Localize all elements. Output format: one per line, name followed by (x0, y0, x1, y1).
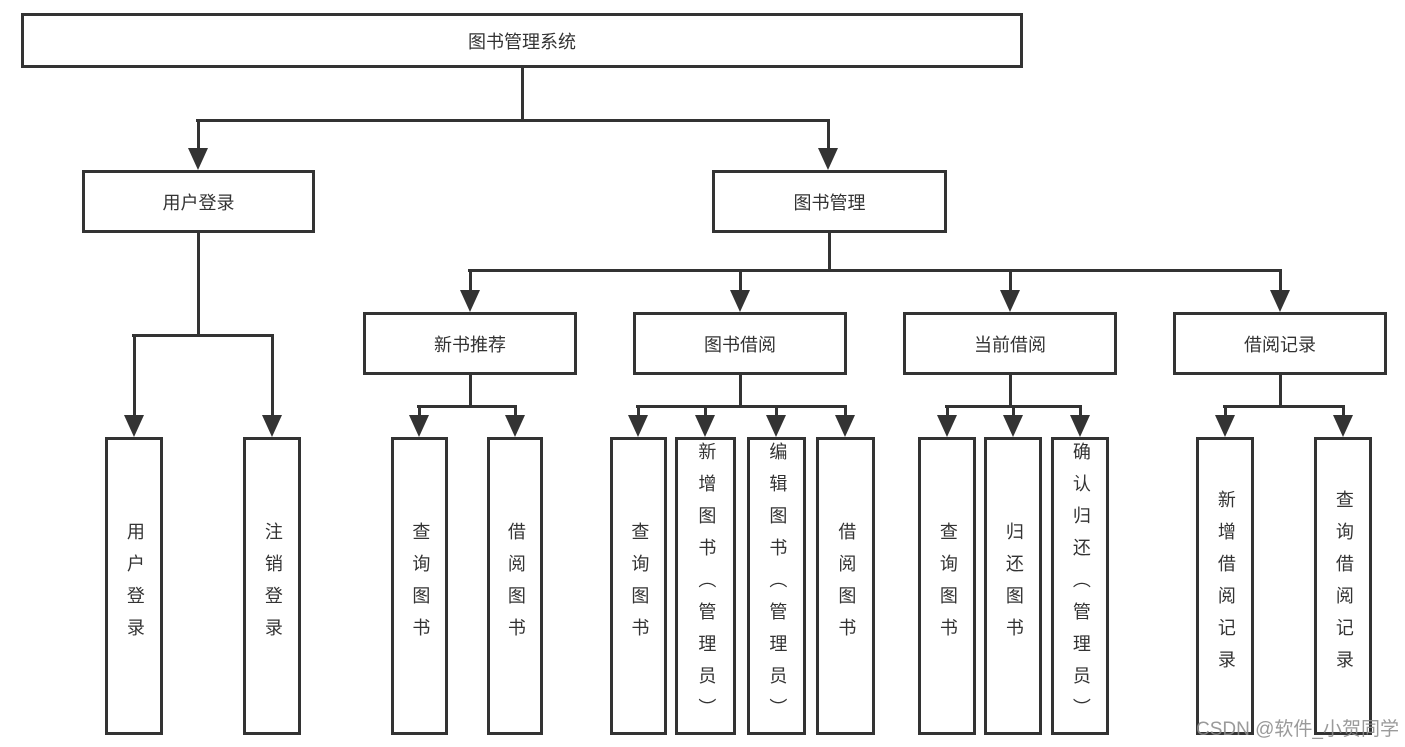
arrow-down-icon (628, 415, 648, 437)
connector-drop (775, 406, 778, 416)
node-label: 当前借阅 (974, 334, 1046, 355)
node-leaf-logout: 注销登录 (243, 437, 301, 735)
node-label: 查询图书 (937, 522, 958, 650)
node-label: 新增借阅记录 (1215, 490, 1236, 682)
node-label: 新增图书（管理员） (696, 442, 717, 730)
connector-drop (827, 120, 830, 150)
connector-stem (1009, 375, 1012, 407)
node-borrowing-records: 借阅记录 (1173, 312, 1387, 375)
node-label: 图书管理系统 (468, 31, 576, 52)
node-label: 用户登录 (124, 522, 145, 650)
node-label: 查询借阅记录 (1333, 490, 1354, 682)
arrow-down-icon (505, 415, 525, 437)
node-label: 图书管理 (793, 192, 866, 213)
csdn-watermark: CSDN @软件_小贺同学 (1196, 719, 1399, 740)
node-leaf-user-login: 用户登录 (105, 437, 163, 735)
connector-drop (844, 406, 847, 416)
connector-drop (418, 406, 421, 416)
node-label: 图书借阅 (704, 334, 776, 355)
arrow-down-icon (1003, 415, 1023, 437)
node-leaf-borrow-books: 借阅图书 (816, 437, 875, 735)
connector-drop (704, 406, 707, 416)
node-leaf-query-books-borrowing: 查询图书 (610, 437, 667, 735)
node-label: 确认归还（管理员） (1070, 442, 1091, 730)
node-label: 借阅记录 (1244, 334, 1316, 355)
node-leaf-confirm-return-admin: 确认归还（管理员） (1051, 437, 1109, 735)
connector-stem (828, 233, 831, 272)
arrow-down-icon (730, 290, 750, 312)
arrow-down-icon (937, 415, 957, 437)
arrow-down-icon (695, 415, 715, 437)
node-label: 查询图书 (629, 522, 650, 650)
connector-drop (1012, 406, 1015, 416)
arrow-down-icon (1333, 415, 1353, 437)
node-leaf-return-books: 归还图书 (984, 437, 1042, 735)
connector-root-stem (521, 68, 524, 122)
arrow-down-icon (818, 148, 838, 170)
arrow-down-icon (1215, 415, 1235, 437)
node-leaf-query-borrow-record: 查询借阅记录 (1314, 437, 1372, 735)
connector-rail (132, 334, 274, 337)
arrow-down-icon (124, 415, 144, 437)
connector-drop (637, 406, 640, 416)
node-leaf-add-books-admin: 新增图书（管理员） (675, 437, 736, 735)
node-new-book-recommend: 新书推荐 (363, 312, 577, 375)
node-leaf-edit-books-admin: 编辑图书（管理员） (747, 437, 806, 735)
arrow-down-icon (835, 415, 855, 437)
connector-stem (1279, 375, 1282, 407)
node-library-management-system: 图书管理系统 (21, 13, 1023, 68)
arrow-down-icon (409, 415, 429, 437)
node-label: 注销登录 (262, 522, 283, 650)
node-leaf-borrow-books-recommend: 借阅图书 (487, 437, 543, 735)
node-current-borrowing: 当前借阅 (903, 312, 1117, 375)
node-book-management: 图书管理 (712, 170, 947, 233)
connector-rail (636, 405, 847, 408)
connector-drop (946, 406, 949, 416)
connector-rail-level1 (196, 119, 830, 122)
connector-drop (469, 270, 472, 291)
connector-drop (1342, 406, 1345, 416)
arrow-down-icon (1000, 290, 1020, 312)
node-label: 新书推荐 (434, 334, 506, 355)
node-label: 编辑图书（管理员） (767, 442, 788, 730)
connector-drop (739, 270, 742, 291)
node-leaf-query-books-recommend: 查询图书 (391, 437, 448, 735)
node-leaf-query-books-current: 查询图书 (918, 437, 976, 735)
arrow-down-icon (188, 148, 208, 170)
node-label: 借阅图书 (836, 522, 857, 650)
connector-drop (197, 120, 200, 150)
node-label: 用户登录 (162, 192, 235, 213)
connector-rail (1223, 405, 1345, 408)
node-leaf-add-borrow-record: 新增借阅记录 (1196, 437, 1254, 735)
connector-drop (1224, 406, 1227, 416)
node-label: 归还图书 (1003, 522, 1024, 650)
connector-stem (739, 375, 742, 407)
connector-stem (469, 375, 472, 407)
connector-drop (133, 335, 136, 416)
arrow-down-icon (1070, 415, 1090, 437)
connector-drop (1009, 270, 1012, 291)
connector-rail (417, 405, 517, 408)
node-book-borrowing: 图书借阅 (633, 312, 847, 375)
node-label: 查询图书 (410, 522, 431, 650)
connector-drop (1279, 270, 1282, 291)
connector-drop (1079, 406, 1082, 416)
node-user-login: 用户登录 (82, 170, 315, 233)
connector-drop (271, 335, 274, 416)
connector-drop (514, 406, 517, 416)
arrow-down-icon (262, 415, 282, 437)
node-label: 借阅图书 (505, 522, 526, 650)
connector-rail-level3 (468, 269, 1282, 272)
connector-stem (197, 233, 200, 337)
arrow-down-icon (766, 415, 786, 437)
arrow-down-icon (1270, 290, 1290, 312)
arrow-down-icon (460, 290, 480, 312)
